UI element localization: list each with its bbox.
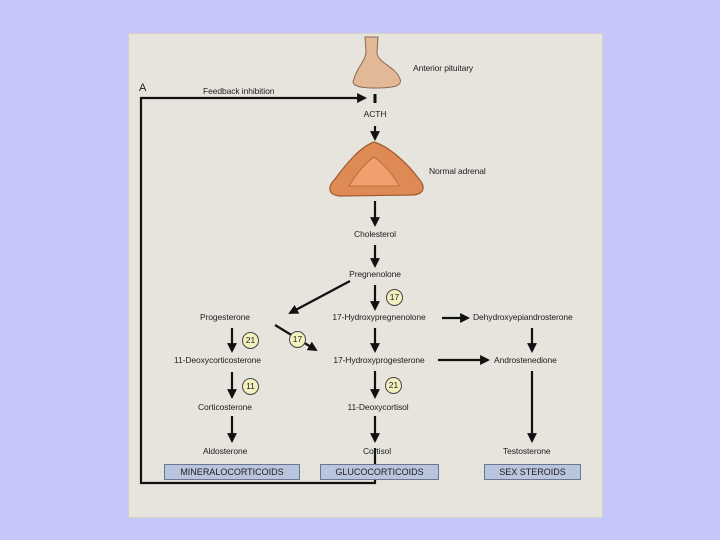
- testosterone-label: Testosterone: [503, 446, 551, 456]
- cholesterol-label: Cholesterol: [354, 229, 396, 239]
- deoxycorticosterone-label: 11-Deoxycorticosterone: [174, 355, 261, 365]
- androstenedione-label: Androstenedione: [494, 355, 557, 365]
- diagram-panel: A Anterior pituitary Feedback inhibition…: [128, 33, 603, 518]
- normal-adrenal-label: Normal adrenal: [429, 166, 486, 176]
- feedback-inhibition-label: Feedback inhibition: [203, 86, 275, 96]
- 17-hydroxyprogesterone-label: 17-Hydroxyprogesterone: [333, 355, 425, 365]
- enzyme-17-badge-top: 17: [386, 289, 403, 306]
- pregnenolone-label: Pregnenolone: [349, 269, 401, 279]
- panel-label: A: [139, 82, 147, 94]
- 11-deoxycortisol-label: 11-Deoxycortisol: [347, 402, 409, 412]
- enzyme-17-badge-mid: 17: [289, 331, 306, 348]
- feedback-loop-line: [139, 93, 377, 485]
- progesterone-label: Progesterone: [200, 312, 250, 322]
- pituitary-gland-shape: [352, 36, 401, 89]
- dhea-label: Dehydroxyepiandrosterone: [473, 312, 573, 322]
- anterior-pituitary-label: Anterior pituitary: [413, 63, 474, 73]
- mineralocorticoids-box: MINERALOCORTICOIDS: [164, 464, 300, 480]
- corticosterone-label: Corticosterone: [198, 402, 252, 412]
- enzyme-21-badge-left: 21: [242, 332, 259, 349]
- acth-label: ACTH: [363, 109, 387, 119]
- enzyme-11-badge-left: 11: [242, 378, 259, 395]
- glucocorticoids-box: GLUCOCORTICOIDS: [320, 464, 439, 480]
- enzyme-21-badge-mid: 21: [385, 377, 402, 394]
- pregnenolone-to-progesterone-arrow: [288, 280, 351, 314]
- cortisol-label: Cortisol: [362, 446, 392, 456]
- 17-hydroxypregnenolone-label: 17-Hydroxypregnenolone: [332, 312, 426, 322]
- adrenal-core-shape: [348, 156, 400, 187]
- aldosterone-label: Aldosterone: [203, 446, 248, 456]
- sex-steroids-box: SEX STEROIDS: [484, 464, 581, 480]
